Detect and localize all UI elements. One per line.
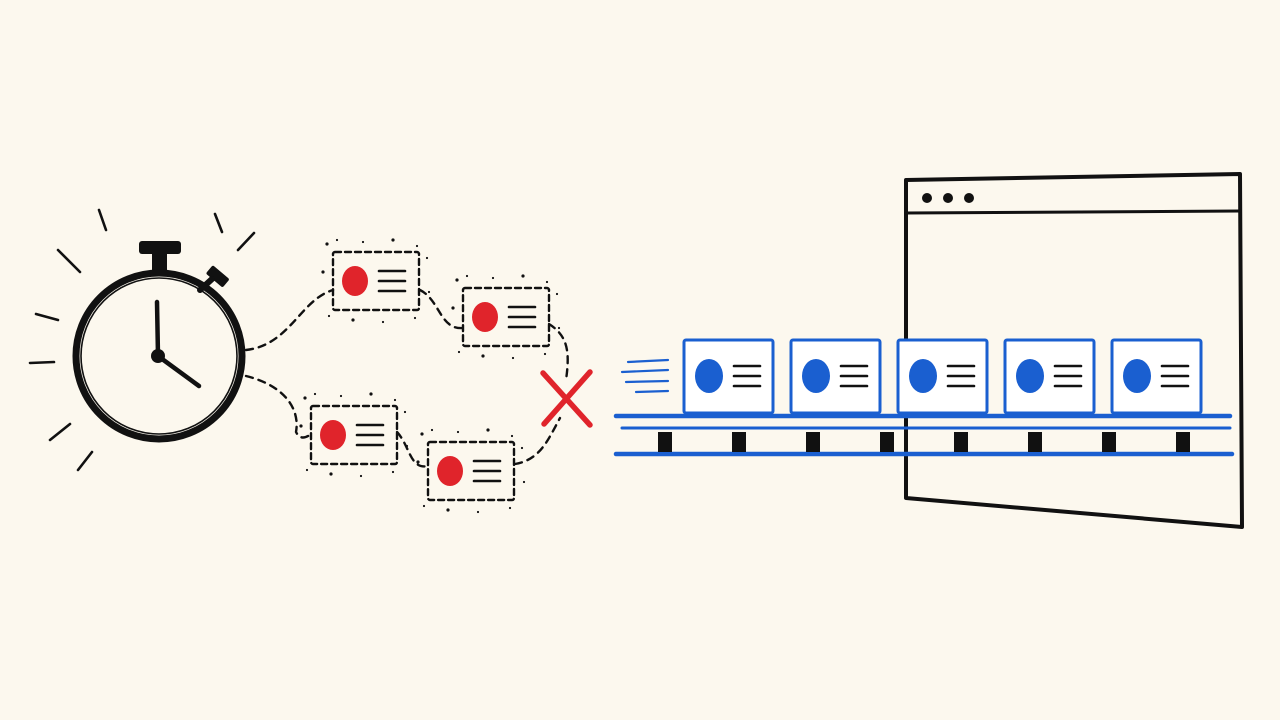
- failed-card-debris: [416, 428, 526, 514]
- failed-card-text-lines: [507, 305, 537, 329]
- failed-cards: [299, 238, 561, 514]
- belt-support: [1102, 432, 1116, 452]
- browser-dot-3: [964, 193, 974, 203]
- belt-support: [1176, 432, 1190, 452]
- failed-card-debris: [451, 274, 561, 360]
- stopwatch-minute-hand: [154, 299, 161, 359]
- belt-support: [880, 432, 894, 452]
- browser-title-bar: [904, 209, 1242, 215]
- stopwatch-motion-lines: [28, 208, 256, 472]
- failed-paths: [244, 288, 569, 468]
- belt-support: [954, 432, 968, 452]
- success-card-avatar: [909, 359, 937, 393]
- failed-card-text-lines: [355, 423, 385, 447]
- path-card-3-to-card-4: [395, 430, 430, 468]
- success-card: [789, 338, 882, 415]
- stopwatch-icon: [28, 208, 256, 472]
- browser-dot-2: [943, 193, 953, 203]
- belt-support: [1028, 432, 1042, 452]
- failed-card-avatar: [437, 456, 463, 486]
- path-card-1-to-card-2: [418, 288, 465, 330]
- stopwatch-stem: [152, 253, 167, 275]
- stopwatch-pivot: [151, 349, 165, 363]
- failed-card: [451, 274, 561, 360]
- path-card-2-to-x: [547, 322, 569, 382]
- success-cards: [682, 338, 1203, 415]
- belt-supports: [658, 432, 1190, 452]
- success-card: [896, 338, 989, 415]
- success-card: [1003, 338, 1096, 415]
- path-card-4-to-x: [513, 416, 562, 466]
- failed-card-debris: [299, 392, 409, 478]
- success-card-avatar: [802, 359, 830, 393]
- failed-card: [321, 238, 431, 324]
- success-card-avatar: [1016, 359, 1044, 393]
- success-card: [1110, 338, 1203, 415]
- failed-card-text-lines: [472, 459, 502, 483]
- belt-support: [806, 432, 820, 452]
- success-card-text-lines: [1160, 364, 1190, 388]
- red-x-icon: [540, 369, 593, 428]
- conveyor-belt-icon: [613, 338, 1235, 457]
- success-card-text-lines: [732, 364, 762, 388]
- belt-support: [658, 432, 672, 452]
- stopwatch-hour-hand: [155, 353, 202, 389]
- failed-card-avatar: [472, 302, 498, 332]
- success-card: [682, 338, 775, 415]
- success-card-text-lines: [1053, 364, 1083, 388]
- stopwatch-body: [72, 269, 246, 443]
- speed-lines: [620, 358, 670, 394]
- success-card-text-lines: [839, 364, 869, 388]
- belt-support: [732, 432, 746, 452]
- success-card-text-lines: [946, 364, 976, 388]
- path-stopwatch-to-card-3: [244, 374, 313, 439]
- failed-card-text-lines: [377, 269, 407, 293]
- failed-card-avatar: [320, 420, 346, 450]
- success-card-avatar: [695, 359, 723, 393]
- stopwatch-crown: [139, 241, 181, 254]
- browser-dot-1: [922, 193, 932, 203]
- failed-card: [416, 428, 526, 514]
- failed-card-avatar: [342, 266, 368, 296]
- success-card-avatar: [1123, 359, 1151, 393]
- path-stopwatch-to-card-1: [244, 288, 335, 352]
- stopwatch-body-inner: [80, 277, 238, 435]
- failed-card-debris: [321, 238, 431, 324]
- failed-card: [299, 392, 409, 478]
